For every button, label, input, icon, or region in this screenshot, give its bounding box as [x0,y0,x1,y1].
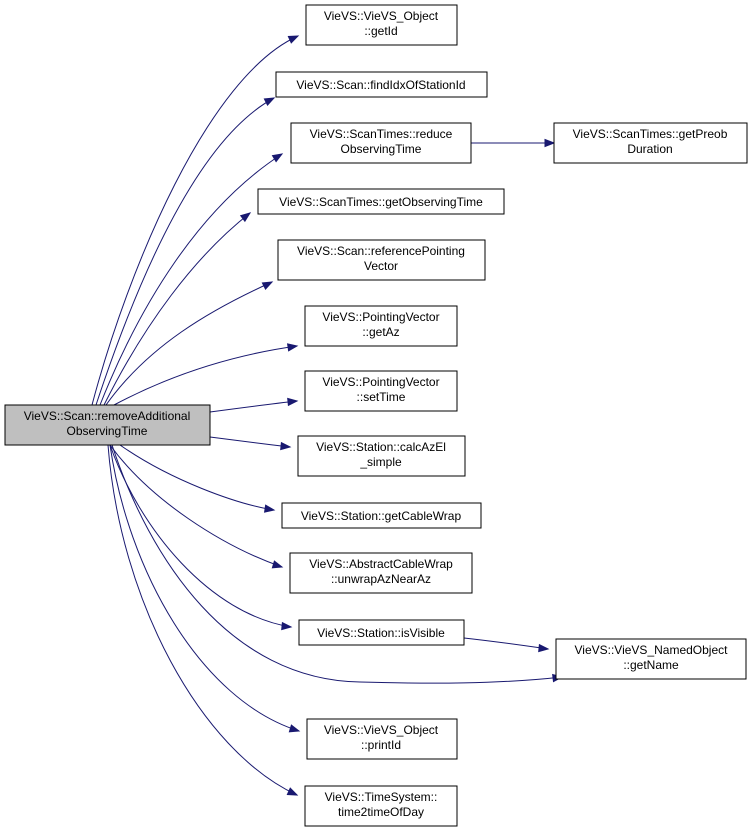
edge-line [111,444,563,684]
edge-root-to-n3 [99,153,284,406]
node-line: ::getId [364,24,397,38]
node-line: VieVS::ScanTimes::getPreob [573,127,728,141]
node-line: ::unwrapAzNearAz [331,572,431,586]
node-line: time2timeOfDay [338,805,424,819]
edge-line [95,97,275,406]
node-line: VieVS::Scan::referencePointing [297,244,465,258]
edge-arrowhead [271,560,284,569]
edge-arrowhead [271,153,284,163]
edge-arrowhead [287,397,299,407]
edge-line [109,444,292,628]
edge-line [103,212,251,406]
edge-root-to-n11 [109,444,293,631]
node-line: ::printId [361,738,401,752]
edge-line [109,444,300,732]
node-line: VieVS::Station::getCableWrap [301,509,462,523]
node-line: ::getName [623,658,679,672]
node-line: VieVS::PointingVector [322,310,439,324]
node-line: ObservingTime [341,142,422,156]
node-scan-referencepointingvector[interactable]: VieVS::Scan::referencePointing Vector [277,239,486,281]
edge-root-to-n1 [91,35,300,406]
node-station-calcazel-simple[interactable]: VieVS::Station::calcAzEl _simple [297,435,466,477]
edge-arrowhead [538,643,550,653]
node-root-line1: VieVS::Scan::removeAdditional [24,409,191,423]
edge-n3-to-n4 [471,138,556,148]
node-vievs-namedobject-getname[interactable]: VieVS::VieVS_NamedObject ::getName [555,638,747,680]
node-scan-findidxofstationid[interactable]: VieVS::Scan::findIdxOfStationId [275,71,488,98]
node-line: VieVS::VieVS_Object [324,9,439,23]
node-line: Duration [627,142,672,156]
edge-arrowhead [261,281,274,291]
edge-line [209,436,291,448]
node-line: ::getAz [362,325,399,339]
edges-layer [91,35,564,796]
edge-line [107,444,298,796]
edge-root-to-n14 [107,444,299,796]
edge-root-to-n7 [209,397,299,413]
edge-line [119,444,275,511]
node-scantimes-reduceobservingtime[interactable]: VieVS::ScanTimes::reduce ObservingTime [290,122,472,164]
edge-arrowhead [288,724,301,733]
node-line: VieVS::AbstractCableWrap [309,557,453,571]
edge-line [463,637,549,650]
edge-line [113,345,298,406]
node-line: VieVS::Station::calcAzEl [316,440,446,454]
edge-root-to-n2 [95,97,276,406]
edge-arrowhead [239,212,252,223]
node-pointingvector-settime[interactable]: VieVS::PointingVector ::setTime [304,370,458,412]
node-vievs-object-printid[interactable]: VieVS::VieVS_Object ::printId [306,718,458,760]
edge-n3-to-n4 [103,212,252,406]
edge-arrowhead [281,621,293,631]
node-line: VieVS::ScanTimes::reduce [310,127,453,141]
node-line: VieVS::TimeSystem:: [325,790,438,804]
node-line: ::setTime [357,390,406,404]
edge-root-to-n12 [463,637,550,653]
node-timesystem-time2timeofday[interactable]: VieVS::TimeSystem:: time2timeOfDay [304,785,458,827]
node-line: VieVS::PointingVector [322,375,439,389]
edge-arrowhead [263,504,276,513]
node-line: Vector [364,259,398,273]
edge-root-to-n9 [119,444,276,513]
node-vievs-object-getid[interactable]: VieVS::VieVS_Object ::getId [305,4,458,46]
edge-arrowhead [286,343,299,352]
edge-arrowhead [263,97,276,107]
node-line: VieVS::VieVS_Object [324,723,439,737]
edge-line [109,444,283,568]
node-line: VieVS::Station::isVisible [317,626,445,640]
edge-root-to-n10 [109,444,284,569]
node-line: VieVS::ScanTimes::getObservingTime [279,195,483,209]
edge-root-to-n8 [209,436,292,451]
node-station-isvisible[interactable]: VieVS::Station::isVisible [298,619,465,646]
edge-arrowhead [544,138,556,148]
node-root-line2: ObservingTime [67,424,148,438]
node-line: VieVS::Scan::findIdxOfStationId [296,78,465,92]
node-station-getcablewrap[interactable]: VieVS::Station::getCableWrap [281,502,482,529]
node-scantimes-getobservingtime[interactable]: VieVS::ScanTimes::getObservingTime [257,188,505,215]
node-pointingvector-getaz[interactable]: VieVS::PointingVector ::getAz [304,305,458,347]
node-line: VieVS::VieVS_NamedObject [575,643,729,657]
edge-line [209,400,298,413]
edge-root-to-n6 [113,343,299,406]
node-abstractcablewrap-unwrapaznearaz[interactable]: VieVS::AbstractCableWrap ::unwrapAzNearA… [289,552,473,594]
edge-arrowhead [287,35,300,44]
edge-arrowhead [286,787,299,796]
node-scantimes-getpreobduration[interactable]: VieVS::ScanTimes::getPreob Duration [553,122,748,164]
edge-arrowhead [280,441,292,451]
edge-line [105,281,273,406]
node-root[interactable]: VieVS::Scan::removeAdditional ObservingT… [4,404,211,446]
edge-line [91,35,299,406]
edge-line [99,153,283,406]
edge-root-to-n13 [109,444,301,733]
node-line: _simple [359,455,402,469]
edge-root-to-n5 [105,281,274,406]
